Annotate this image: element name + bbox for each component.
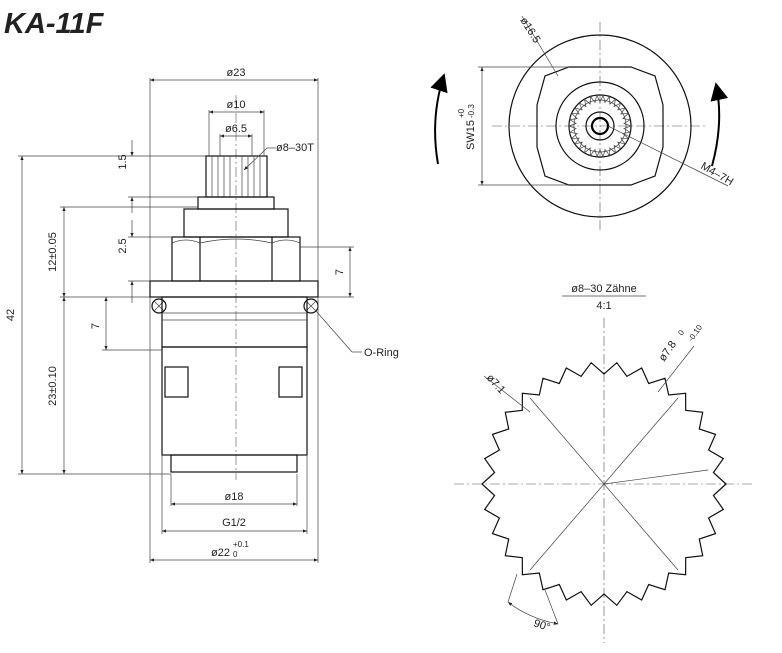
dim-d6-5: ø6.5 bbox=[225, 123, 247, 135]
spline-stem bbox=[205, 155, 268, 198]
dim-d7-8-tol-upper: 0 bbox=[676, 328, 686, 337]
spline-teeth bbox=[573, 99, 627, 153]
flange bbox=[149, 280, 319, 298]
detail-view: ø8–30 Zähne 4:1 ø7.1 ø7.8 0 -0.10 90° bbox=[454, 283, 754, 643]
flange-circle bbox=[555, 81, 645, 171]
spline-teeth-outline bbox=[567, 94, 633, 158]
rotation-arrow-right-icon bbox=[710, 82, 729, 167]
dim-d7-1: ø7.1 bbox=[484, 372, 508, 396]
dim-h2-5: 2.5 bbox=[117, 238, 129, 253]
dim-d7-8-tol-lower: -0.10 bbox=[686, 323, 704, 344]
drawing-title: KA-11F bbox=[4, 8, 105, 40]
top-view: ø16.5 SW15 +0 -0.3 M4–7H bbox=[430, 15, 735, 232]
o-ring-left bbox=[151, 298, 167, 314]
dim-d8-30t: ø8–30T bbox=[276, 142, 314, 154]
dim-d23: ø23 bbox=[227, 67, 246, 79]
dim-d7-8: ø7.8 bbox=[657, 339, 679, 364]
dim-h23: 23±0.10 bbox=[47, 366, 59, 406]
detail-title: ø8–30 Zähne bbox=[571, 283, 636, 295]
dim-d10: ø10 bbox=[227, 99, 246, 111]
dim-sw15-tol-upper: +0 bbox=[457, 108, 466, 118]
oring-label: O-Ring bbox=[364, 347, 399, 359]
outer-circle bbox=[508, 34, 692, 218]
dim-d22-tol-upper: +0.1 bbox=[233, 540, 249, 549]
dim-h7-right: 7 bbox=[334, 269, 346, 275]
dim-sw15-tol-lower: -0.3 bbox=[467, 104, 476, 118]
dim-d22: ø22 bbox=[211, 547, 230, 559]
dim-angle-90: 90° bbox=[532, 617, 552, 634]
gear-teeth bbox=[481, 361, 727, 607]
bore-circle bbox=[585, 111, 615, 141]
dim-g1-2: G1/2 bbox=[222, 517, 246, 529]
rotation-arrow-left-icon bbox=[430, 73, 448, 165]
dim-d18: ø18 bbox=[225, 491, 244, 503]
dim-d22-tol-lower: 0 bbox=[233, 550, 238, 559]
thread-section bbox=[161, 296, 308, 348]
dim-h7-left: 7 bbox=[90, 323, 102, 329]
detail-scale: 4:1 bbox=[596, 300, 611, 312]
lower-body bbox=[161, 346, 308, 473]
side-view: ø23 ø10 ø6.5 ø8–30T 42 12±0.05 23±0.10 1… bbox=[5, 67, 399, 563]
dim-h12: 12±0.05 bbox=[47, 232, 59, 272]
dim-sw15: SW15 bbox=[465, 120, 477, 150]
dim-h1-5: 1.5 bbox=[117, 154, 129, 169]
dim-d16-5: ø16.5 bbox=[517, 15, 542, 45]
dim-h42: 42 bbox=[5, 309, 17, 321]
